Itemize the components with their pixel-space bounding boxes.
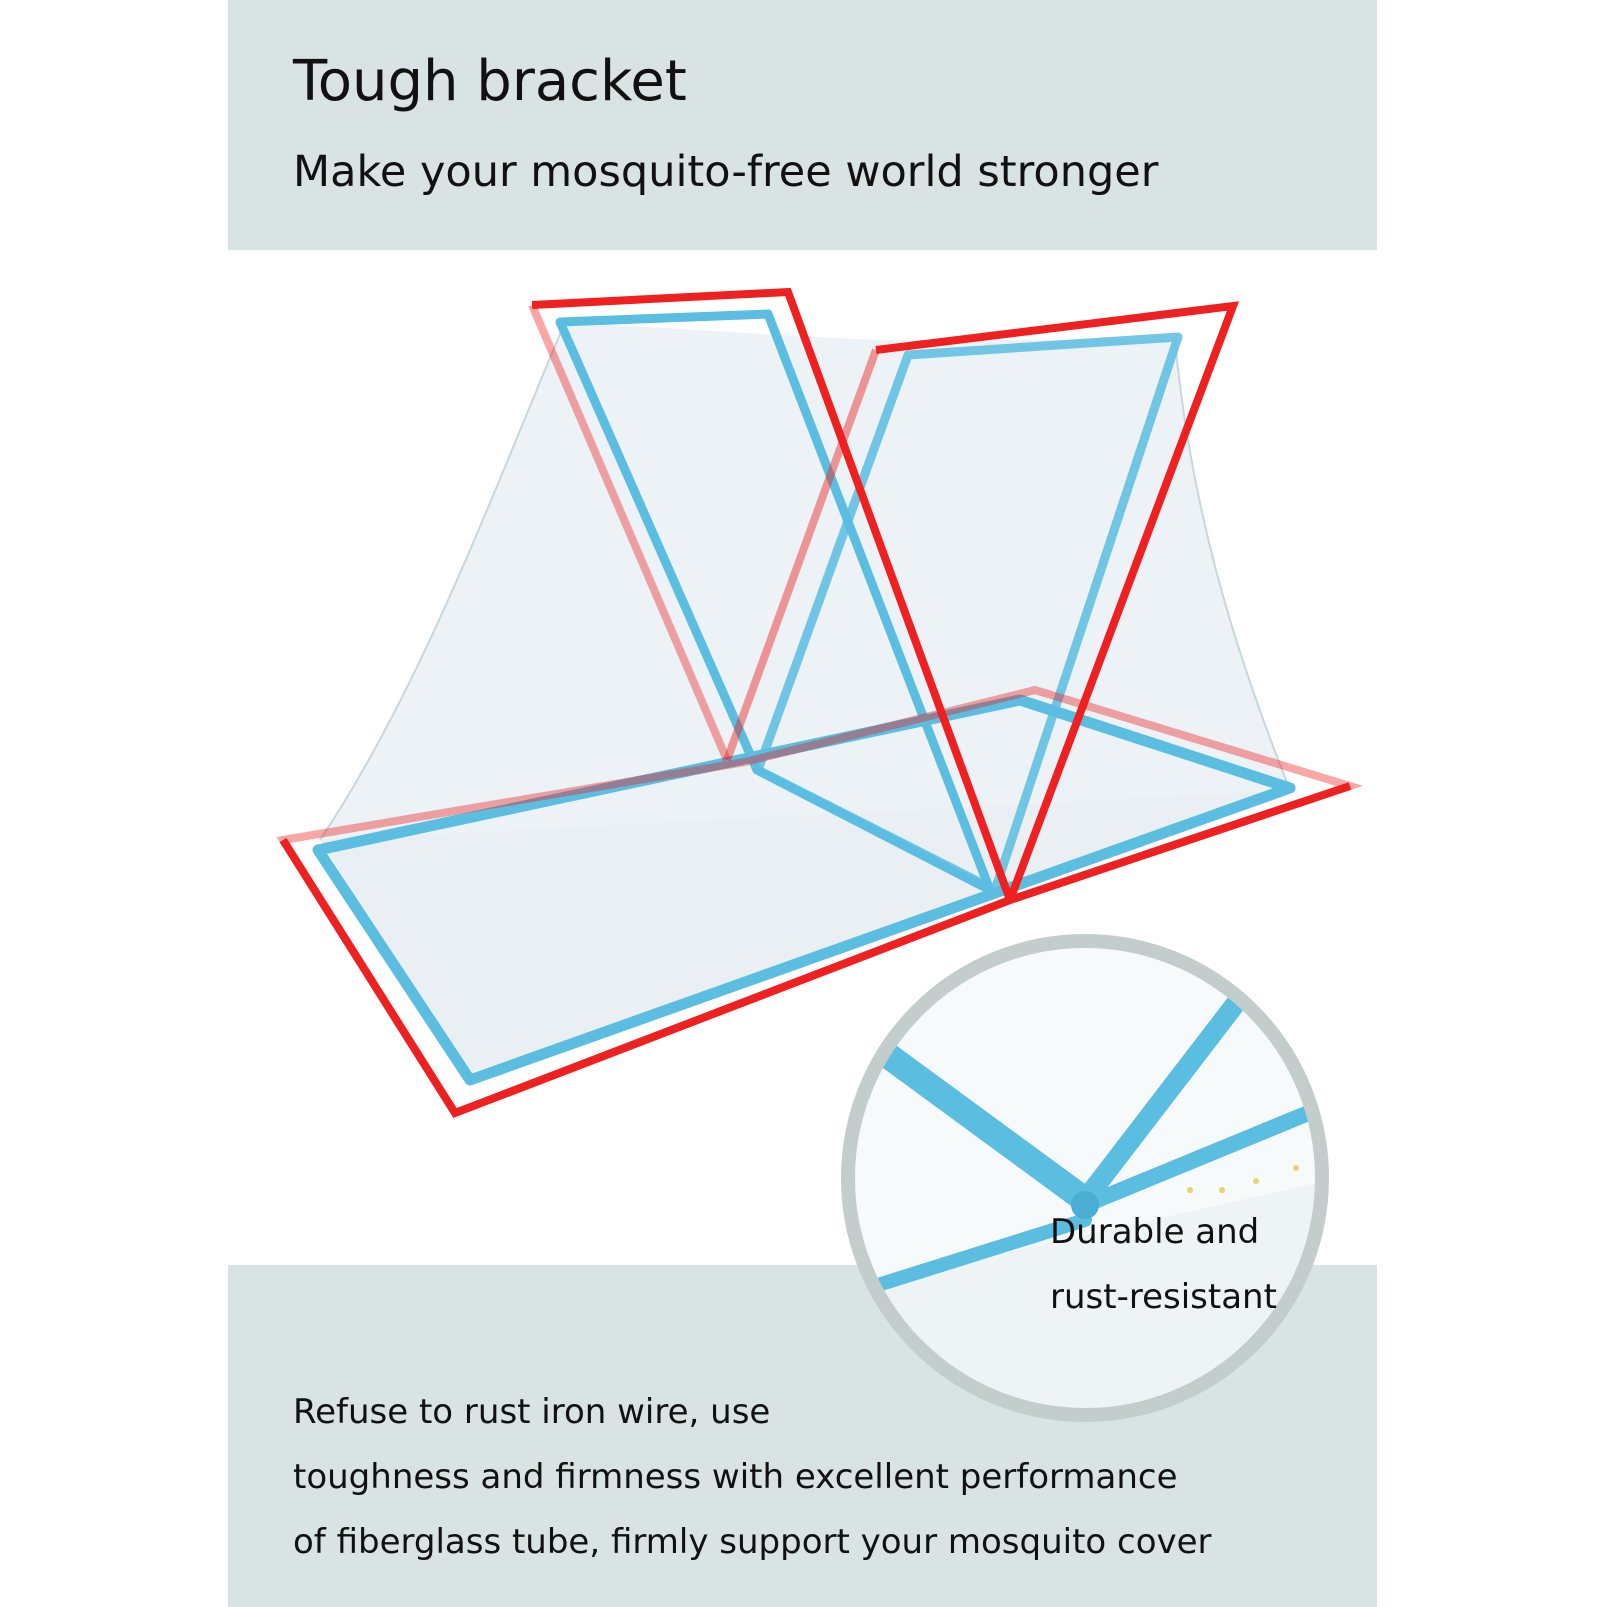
outline-left-hoop — [531, 287, 1014, 902]
bracket-highlight-outlines — [276, 287, 1364, 1118]
callout-line: Durable and — [1050, 1212, 1260, 1252]
header-panel — [228, 0, 1377, 250]
page-title: Tough bracket — [293, 49, 687, 114]
description-line: of fiberglass tube, firmly support your … — [293, 1522, 1212, 1562]
description-line: Refuse to rust iron wire, use — [293, 1392, 771, 1432]
description-text: Refuse to rust iron wire, use toughness … — [293, 1380, 1212, 1575]
outline-right-hoop — [875, 301, 1240, 902]
frame-tubes — [312, 309, 1296, 1086]
zoom-detail-circle — [841, 934, 1329, 1422]
page-subtitle: Make your mosquito-free world stronger — [293, 147, 1159, 197]
zoom-callout-text: Durable and rust-resistant — [1050, 1200, 1277, 1330]
frame-right-hoop — [753, 332, 1183, 895]
outline-base-front — [279, 782, 1352, 1118]
callout-line: rust-resistant — [1050, 1277, 1277, 1317]
zoom-ring — [841, 934, 1329, 1422]
description-line: toughness and firmness with excellent pe… — [293, 1457, 1178, 1497]
frame-base — [312, 694, 1296, 1086]
